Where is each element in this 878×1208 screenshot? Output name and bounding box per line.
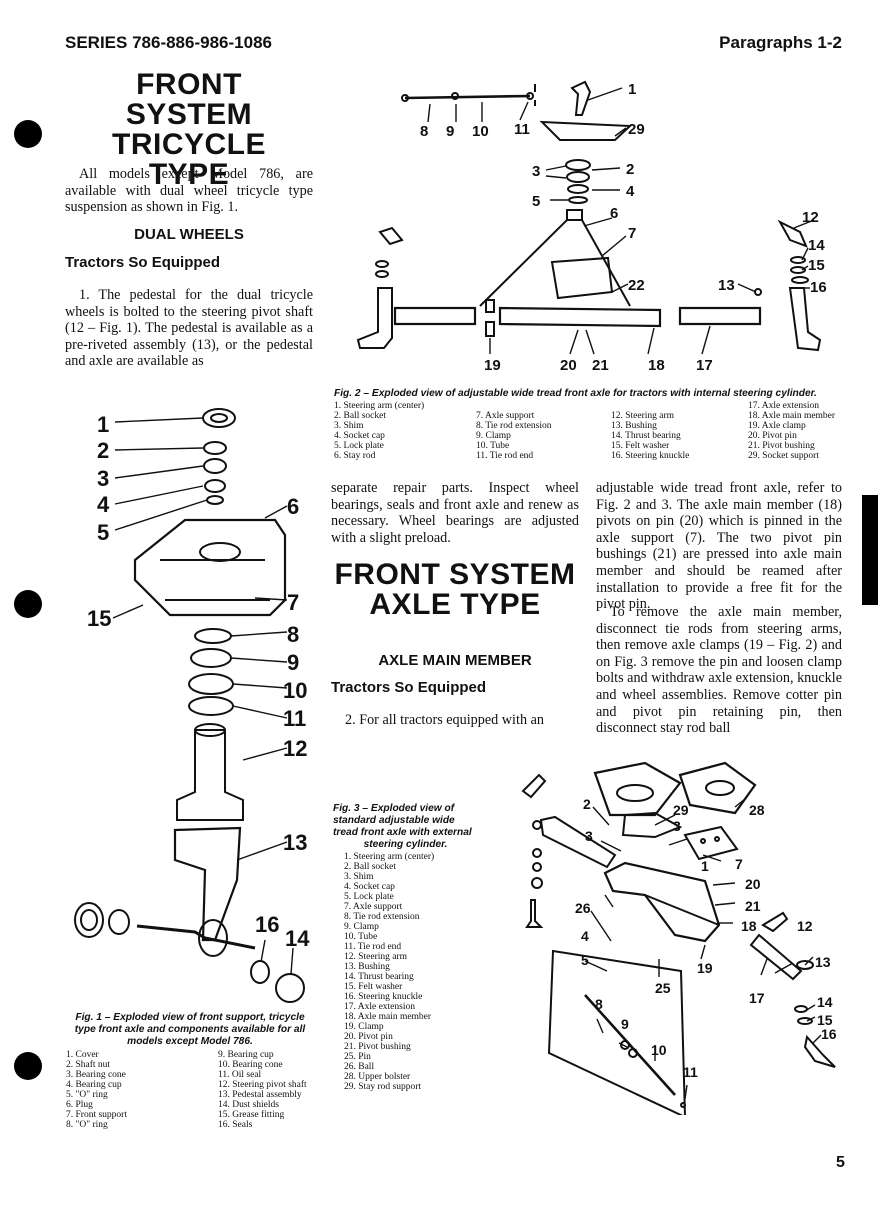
fig2-label: 18: [648, 357, 665, 374]
fig3-label: 7: [735, 856, 743, 872]
fig2-label: 21: [592, 357, 609, 374]
fig3-label: 5: [581, 952, 589, 968]
fig1-label: 12: [283, 736, 307, 761]
paragraph-1-continued: separate repair parts. Inspect wheel bea…: [331, 480, 579, 546]
paragraph-removal: To remove the axle main member, disconne…: [596, 604, 842, 737]
fig2-label: 9: [446, 123, 454, 140]
fig3-label: 3: [673, 818, 681, 834]
fig3-label: 3: [585, 828, 593, 844]
fig3-label: 18: [741, 918, 757, 934]
fig2-label: 8: [420, 123, 428, 140]
fig3-label: 25: [655, 980, 671, 996]
fig1-label: 15: [87, 606, 111, 631]
thumb-index-tab: [862, 495, 878, 605]
fig3-label: 21: [745, 898, 761, 914]
fig3-label: 29: [673, 802, 689, 818]
fig3-exploded-diagram: 2 3 3 29 28 7 1 20 21 18 26 4 5 19 25 17…: [521, 761, 837, 1115]
fig1-caption: Fig. 1 – Exploded view of front support,…: [74, 1012, 306, 1047]
fig2-caption: Fig. 2 – Exploded view of adjustable wid…: [334, 388, 817, 399]
fig2-label: 1: [628, 81, 636, 98]
fig3-label: 13: [815, 954, 831, 970]
fig2-label: 16: [810, 279, 827, 296]
fig1-label: 11: [283, 706, 306, 731]
fig1-label: 8: [287, 622, 299, 647]
paragraph-2: 2. For all tractors equipped with an: [345, 712, 544, 728]
fig1-label: 4: [97, 492, 110, 517]
fig2-label: 6: [610, 205, 618, 222]
fig2-label: 19: [484, 357, 501, 374]
fig3-label: 14: [817, 994, 833, 1010]
fig3-label: 16: [821, 1026, 837, 1042]
subsubheading: Tractors So Equipped: [65, 254, 221, 271]
subheading-dual-wheels: DUAL WHEELS: [134, 226, 244, 243]
fig2-label: 10: [472, 123, 489, 140]
fig3-label: 2: [583, 796, 591, 812]
fig2-label: 17: [696, 357, 713, 374]
punch-hole-mark: [14, 1052, 42, 1080]
fig1-label: 2: [97, 438, 109, 463]
section-title: FRONT SYSTEM TRICYCLE TYPE: [112, 68, 266, 191]
fig2-label: 14: [808, 237, 825, 254]
fig3-label: 20: [745, 876, 761, 892]
fig1-label: 7: [287, 590, 299, 615]
fig3-label: 1: [701, 858, 709, 874]
fig2-exploded-diagram: 8 9 10 11 1 29 2 4 3 5 6 7 22 19 20 21 1…: [356, 80, 827, 374]
fig2-label: 13: [718, 277, 735, 294]
paragraph-2-continued: adjustable wide tread front axle, refer …: [596, 480, 842, 613]
fig3-label: 10: [651, 1042, 667, 1058]
fig2-label: 12: [802, 209, 819, 226]
fig1-label: 5: [97, 520, 109, 545]
fig1-label: 1: [97, 412, 109, 437]
fig2-label: 22: [628, 277, 645, 294]
fig2-label: 2: [626, 161, 634, 178]
running-header-left: SERIES 786-886-986-1086: [65, 33, 272, 52]
fig2-label: 15: [808, 257, 825, 274]
fig1-label: 10: [283, 678, 307, 703]
punch-hole-mark: [14, 120, 42, 148]
fig3-label: 9: [621, 1016, 629, 1032]
fig1-label: 9: [287, 650, 299, 675]
fig1-label: 16: [255, 912, 279, 937]
punch-hole-mark: [14, 590, 42, 618]
fig2-label: 3: [532, 163, 540, 180]
fig3-label: 26: [575, 900, 591, 916]
fig2-label: 11: [514, 121, 530, 138]
fig3-label: 15: [817, 1012, 833, 1028]
fig2-label: 29: [628, 121, 645, 138]
fig1-label: 14: [285, 926, 310, 951]
fig2-label: 20: [560, 357, 577, 374]
fig3-label: 19: [697, 960, 713, 976]
paragraph-1: 1. The pedestal for the dual tricycle wh…: [65, 287, 313, 370]
intro-paragraph: All models except Model 786, are availab…: [65, 166, 313, 216]
section-title-axle: FRONT SYSTEM AXLE TYPE: [334, 558, 576, 621]
fig3-label: 17: [749, 990, 765, 1006]
running-header-right: Paragraphs 1-2: [719, 33, 842, 52]
fig3-caption: Fig. 3 – Exploded view of standard adjus…: [333, 803, 472, 850]
fig2-label: 5: [532, 193, 540, 210]
fig2-label: 7: [628, 225, 636, 242]
fig3-label: 4: [581, 928, 589, 944]
subheading-axle-main-member: AXLE MAIN MEMBER: [378, 652, 532, 669]
fig1-exploded-diagram: 1 2 3 4 5 6 7 8 9 10 11 12 13 14 15 16: [74, 408, 310, 1003]
fig1-label: 13: [283, 830, 307, 855]
fig1-label: 3: [97, 466, 109, 491]
subsubheading-axle: Tractors So Equipped: [331, 679, 487, 696]
fig3-label: 8: [595, 996, 603, 1012]
fig3-label: 12: [797, 918, 813, 934]
fig3-label: 11: [683, 1064, 698, 1080]
fig1-label: 6: [287, 494, 299, 519]
page-number: 5: [836, 1154, 845, 1171]
fig2-label: 4: [626, 183, 635, 200]
fig3-label: 28: [749, 802, 765, 818]
